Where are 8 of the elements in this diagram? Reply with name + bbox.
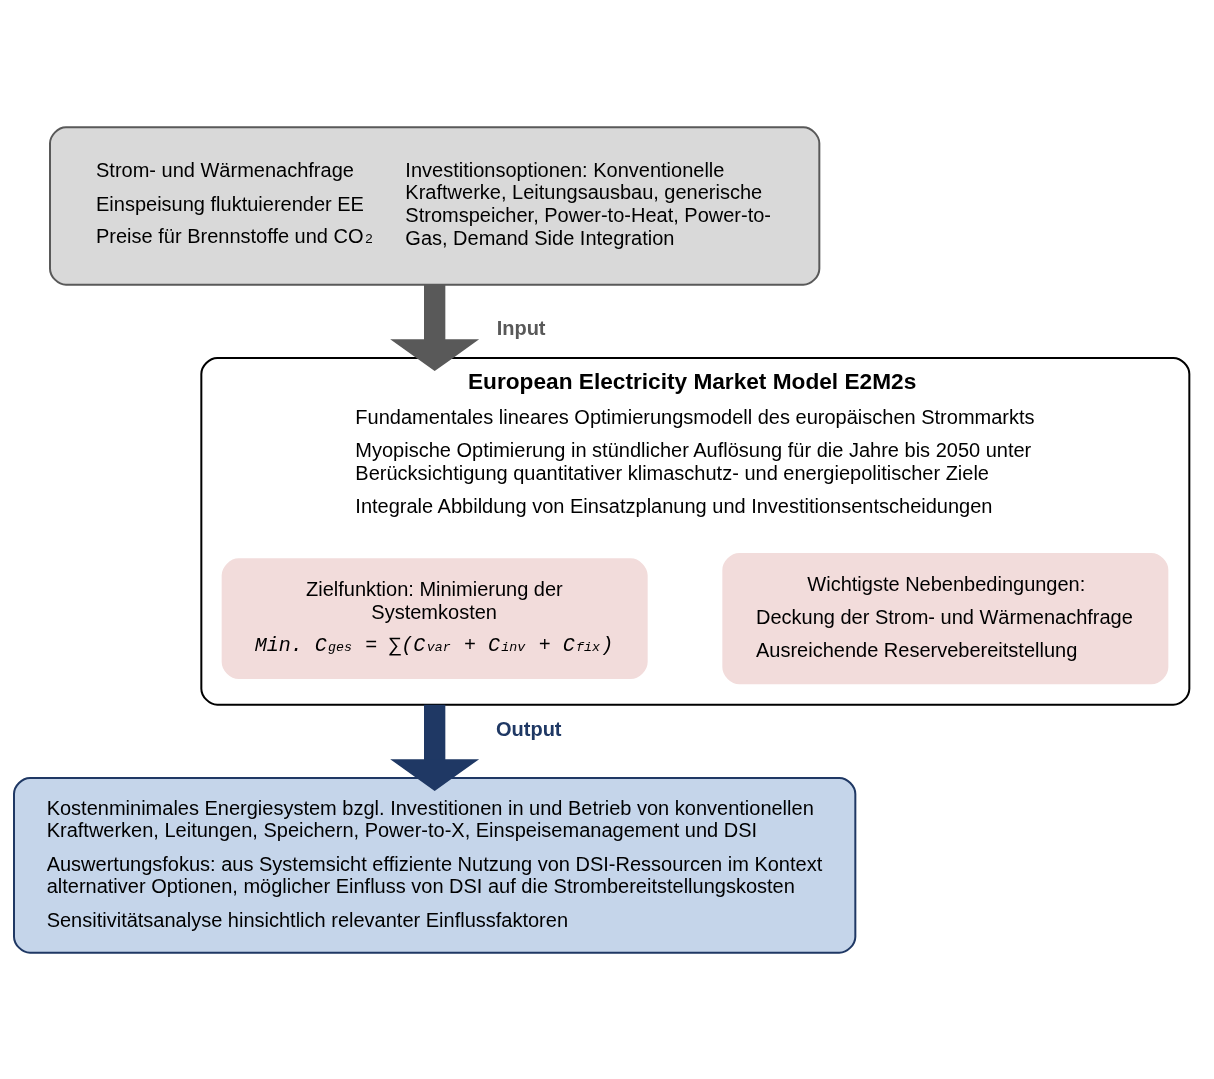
edge-label: Output <box>496 717 562 740</box>
node-box: Wichtigste Nebenbedingungen: Deckung der Strom- und Wärmenachfrage Ausreichende Reservebereitstellung <box>722 552 1169 684</box>
node-box: Kostenminimales Energiesystem bzgl. Investitionen in und Betrieb von konventionellen Kraftwerken, Leitungen, Speichern, Power-to-X, Einspeisemanagement und DSI Auswertungsfokus: aus Systemsicht effiziente Nutzung von DSI-Ressourcen im Kontext alternativer Optionen, möglicher Einfluss von DSI auf die Strombereitstellungskosten Sensitivitätsanalyse hinsichtlich relevanter Einflussfaktoren <box>13 776 857 954</box>
node-box: Zielfunktion: Minimierung der Systemkosten Min. Cges = ∑(Cvar + Cinv + Cfix) <box>221 557 648 679</box>
arrow <box>390 704 480 791</box>
node-box: Strom- und Wärmenachfrage Einspeisung fluktuierender EE Preise für Brennstoffe und CO2 Investitionsoptionen: Konventionelle Kraftwerke, Leitungsausbau, generische Stromspeicher, Power-to-Heat, Power-to-Gas, Demand Side Integration <box>49 125 821 286</box>
edge-label: Input <box>496 316 546 339</box>
arrow <box>390 284 480 371</box>
